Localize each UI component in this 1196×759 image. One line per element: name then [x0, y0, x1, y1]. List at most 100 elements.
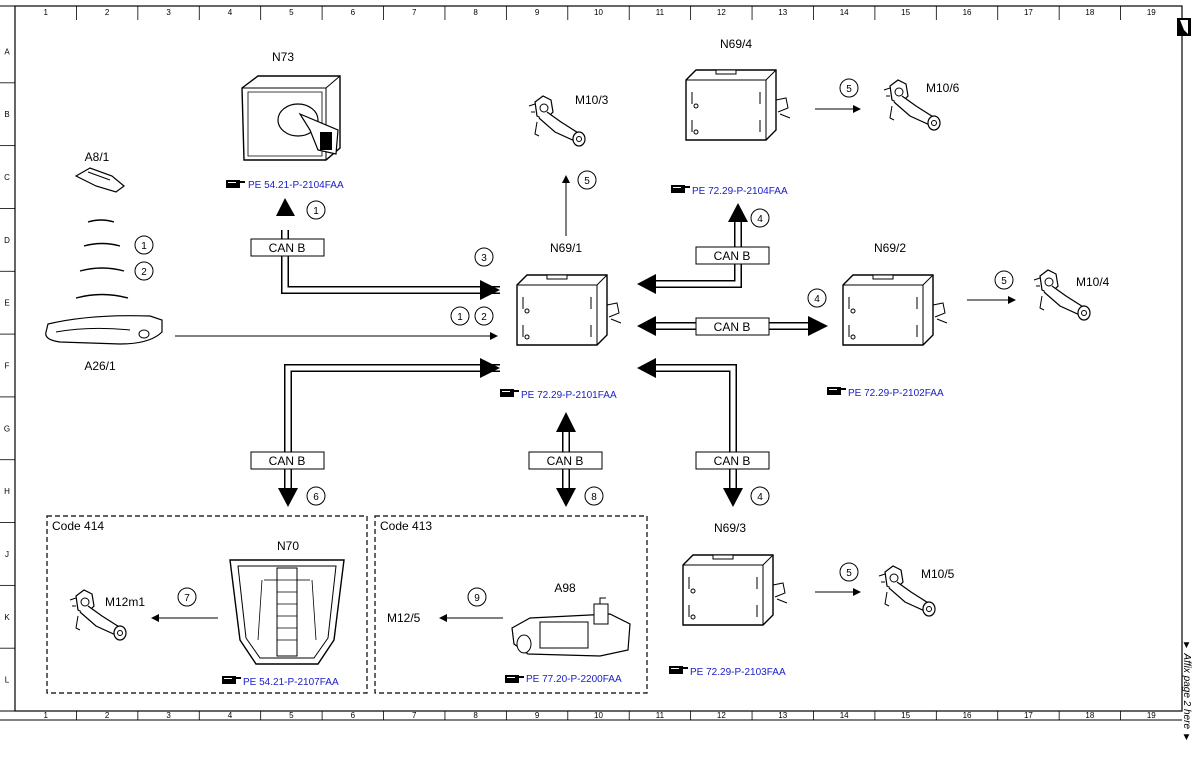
- grid-column-label: 6: [351, 8, 356, 17]
- grid-column-label: 6: [351, 711, 356, 720]
- grid-column-label: 15: [901, 711, 910, 720]
- grid-column-label: 7: [412, 711, 417, 720]
- grid-column-label: 5: [289, 711, 294, 720]
- step-circle-9: 9: [467, 587, 487, 607]
- ref-n69-4[interactable]: PE 72.29-P-2104FAA: [692, 186, 788, 197]
- grid-column-label: 18: [1085, 711, 1094, 720]
- label-n73: N73: [272, 50, 294, 64]
- grid-column-label: 3: [166, 8, 171, 17]
- ref-n69-2[interactable]: PE 72.29-P-2102FAA: [848, 388, 944, 399]
- step-circle-8: 8: [584, 486, 604, 506]
- label-code-413: Code 413: [380, 519, 432, 533]
- grid-column-label: 14: [840, 711, 849, 720]
- svg-text:3: 3: [481, 253, 487, 264]
- label-m12m1: M12m1: [105, 595, 145, 609]
- label-n69-4: N69/4: [720, 37, 752, 51]
- step-circle-5-m10-4: 5: [994, 270, 1014, 290]
- svg-text:5: 5: [1001, 276, 1007, 287]
- step-circle-5-m10-3: 5: [577, 170, 597, 190]
- n69-4-control-unit: [685, 69, 791, 141]
- grid-column-label: 13: [778, 711, 787, 720]
- svg-text:8: 8: [591, 492, 597, 503]
- ref-n70[interactable]: PE 54.21-P-2107FAA: [243, 677, 339, 688]
- svg-text:4: 4: [757, 214, 763, 225]
- grid-column-label: 7: [412, 8, 417, 17]
- hand-pointer-icon: [827, 387, 846, 395]
- grid-column-label: 4: [228, 711, 233, 720]
- grid-column-label: 4: [228, 8, 233, 17]
- svg-text:CAN B: CAN B: [547, 454, 584, 468]
- grid-column-label: 5: [289, 8, 294, 17]
- grid-column-label: 1: [43, 8, 48, 17]
- bus-line-n69-1-n69-3: [637, 358, 743, 507]
- svg-text:4: 4: [814, 294, 820, 305]
- n69-1-control-unit: [516, 274, 622, 346]
- grid-column-label: 1: [43, 711, 48, 720]
- grid-row-label: J: [5, 550, 9, 559]
- grid-column-label: 10: [594, 8, 603, 17]
- hand-pointer-icon: [226, 180, 245, 188]
- ref-a98[interactable]: PE 77.20-P-2200FAA: [526, 674, 622, 685]
- grid-row-label: H: [4, 487, 10, 496]
- step-circle-1-a26: 1: [450, 306, 470, 326]
- grid-column-label: 13: [778, 8, 787, 17]
- can-b-box-5: CAN B: [528, 451, 603, 470]
- step-circle-3: 3: [474, 247, 494, 267]
- grid-column-label: 12: [717, 711, 726, 720]
- grid-row-label: G: [4, 424, 10, 433]
- grid-column-label: 3: [166, 711, 171, 720]
- affix-page-note: ▼ Affix page 2 here ▼: [1181, 640, 1192, 743]
- step-circle-5-m10-6: 5: [839, 78, 859, 98]
- svg-text:CAN B: CAN B: [714, 320, 751, 334]
- hand-pointer-icon: [671, 185, 690, 193]
- ref-n73[interactable]: PE 54.21-P-2104FAA: [248, 180, 344, 191]
- grid-column-label: 2: [105, 711, 110, 720]
- n73-ignition-switch: [241, 75, 341, 161]
- grid-column-label: 9: [535, 711, 540, 720]
- svg-text:CAN B: CAN B: [269, 241, 306, 255]
- n69-3-control-unit: [682, 554, 788, 626]
- label-a26-1: A26/1: [84, 359, 116, 373]
- grid-column-label: 2: [105, 8, 110, 17]
- hand-pointer-icon: [500, 389, 519, 397]
- grid-column-label: 11: [656, 8, 665, 17]
- drawing-frame: [0, 5, 1183, 721]
- can-b-box-1: CAN B: [250, 238, 325, 257]
- svg-text:1: 1: [141, 241, 147, 252]
- svg-text:9: 9: [474, 593, 480, 604]
- step-circle-7: 7: [177, 587, 197, 607]
- grid-column-label: 11: [656, 711, 665, 720]
- step-circle-5-m10-5: 5: [839, 562, 859, 582]
- grid-column-label: 19: [1147, 8, 1156, 17]
- ref-n69-1[interactable]: PE 72.29-P-2101FAA: [521, 390, 617, 401]
- label-code-414: Code 414: [52, 519, 104, 533]
- code-414-box: [46, 515, 368, 694]
- ref-n69-3[interactable]: PE 72.29-P-2103FAA: [690, 667, 786, 678]
- svg-text:4: 4: [757, 492, 763, 503]
- a98-sliding-roof-unit: [511, 597, 631, 657]
- can-b-box-6: CAN B: [695, 451, 770, 470]
- grid-column-label: 8: [473, 711, 478, 720]
- page-corner-icon: [1177, 18, 1191, 36]
- label-n69-1: N69/1: [550, 241, 582, 255]
- grid-row-label: F: [5, 362, 10, 371]
- grid-row-label: B: [4, 110, 9, 119]
- svg-text:CAN B: CAN B: [714, 454, 751, 468]
- label-a98: A98: [554, 581, 576, 595]
- svg-text:CAN B: CAN B: [714, 249, 751, 263]
- svg-text:7: 7: [184, 593, 190, 604]
- step-circle-6: 6: [306, 486, 326, 506]
- step-circle-2-a26: 2: [474, 306, 494, 326]
- grid-row-label: A: [4, 47, 10, 56]
- bus-line-n69-1-n69-4: [637, 203, 748, 294]
- code-413-box: [374, 515, 648, 694]
- grid-column-label: 10: [594, 711, 603, 720]
- can-b-box-4: CAN B: [250, 451, 325, 470]
- step-circle-2-a8: 2: [134, 261, 154, 281]
- label-m10-4: M10/4: [1076, 275, 1110, 289]
- grid-column-label: 17: [1024, 711, 1033, 720]
- svg-text:1: 1: [313, 206, 319, 217]
- svg-text:1: 1: [457, 312, 463, 323]
